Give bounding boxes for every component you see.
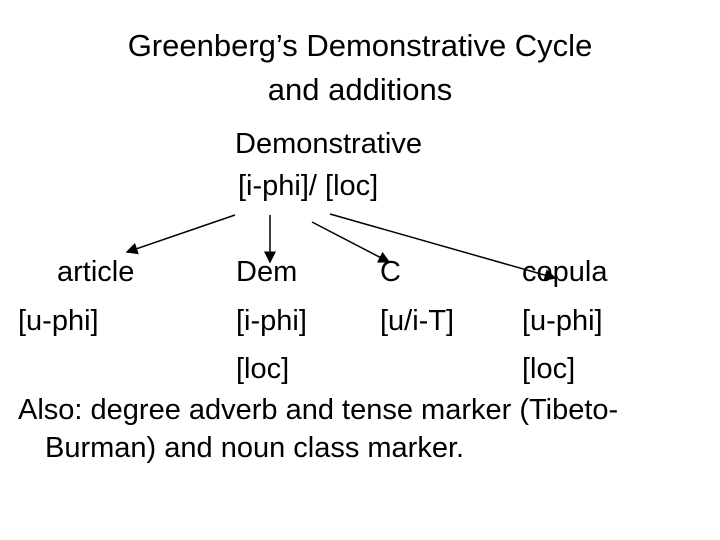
node-copula-feature-2: [loc] — [522, 353, 576, 385]
node-article-label: article — [57, 256, 135, 288]
note-line2: Burman) and noun class marker. — [45, 432, 465, 464]
arrow-to-copula — [329, 213, 557, 281]
node-dem-label: Dem — [236, 256, 298, 288]
arrow-to-c — [311, 221, 391, 263]
node-c-label: C — [380, 256, 401, 288]
node-article-feature: [u-phi] — [18, 305, 99, 337]
node-c-feature: [u/i-T] — [380, 305, 455, 337]
node-dem-feature-1: [i-phi] — [236, 305, 307, 337]
root-label: Demonstrative — [235, 128, 422, 160]
node-copula-label: copula — [522, 256, 608, 288]
note-line1: Also: degree adverb and tense marker (Ti… — [18, 394, 619, 426]
node-dem-feature-2: [loc] — [236, 353, 290, 385]
arrow-to-article — [125, 214, 236, 255]
slide-title-line1: Greenberg’s Demonstrative Cycle — [127, 28, 593, 63]
node-copula-feature-1: [u-phi] — [522, 305, 603, 337]
slide-title-line2: and additions — [267, 72, 453, 107]
root-features: [i-phi]/ [loc] — [238, 170, 379, 202]
